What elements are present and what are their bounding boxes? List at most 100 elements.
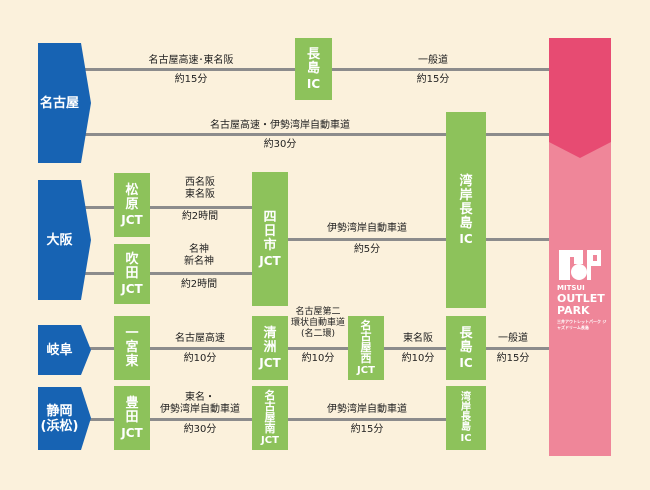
node-char: JCT bbox=[121, 212, 143, 227]
node-char: JCT bbox=[121, 425, 143, 440]
route-label-gifu-b-road: 名古屋第二 環状自動車道 (名二環) bbox=[287, 307, 349, 340]
node-char: IC bbox=[459, 231, 473, 246]
node-char: 長 bbox=[459, 325, 473, 341]
node-char: JCT bbox=[259, 253, 281, 268]
node-char: 日 bbox=[263, 223, 277, 239]
node-char: 松 bbox=[125, 182, 139, 198]
node-char: 豊 bbox=[125, 395, 139, 411]
node-toyota-jct: 豊 田 JCT bbox=[114, 386, 150, 450]
node-char: 田 bbox=[125, 409, 139, 425]
route-label-osaka-a-road-1: 西名阪 bbox=[185, 177, 215, 188]
node-matsubara-jct: 松 原 JCT bbox=[114, 173, 150, 237]
origin-gifu: 岐阜 bbox=[38, 325, 91, 375]
destination-top-band bbox=[549, 38, 611, 158]
route-label-shiz-a-time: 約30分 bbox=[183, 424, 217, 435]
route-label-osaka-a-time: 約2時間 bbox=[181, 211, 219, 222]
route-line-yokkaichi-wangan bbox=[286, 238, 550, 241]
node-char: JCT bbox=[357, 365, 375, 376]
node-char: JCT bbox=[121, 281, 143, 296]
node-char: 屋 bbox=[360, 341, 372, 354]
route-label-r1b-road: 一般道 bbox=[415, 55, 451, 67]
node-char: 長 bbox=[306, 46, 320, 62]
node-char: 田 bbox=[125, 265, 139, 281]
route-label-osaka-c-time: 約5分 bbox=[353, 244, 381, 255]
node-char: 島 bbox=[459, 215, 473, 231]
node-nagashima-ic-gifu: 長 島 IC bbox=[446, 316, 486, 380]
node-char: 屋 bbox=[264, 411, 276, 424]
node-char: IC bbox=[459, 355, 473, 370]
node-char: 名 bbox=[360, 319, 372, 332]
node-suita-jct: 吹 田 JCT bbox=[114, 244, 150, 304]
destination-subtitle: 三井アウトレットパーク ジャズドリーム長島 bbox=[557, 319, 607, 330]
node-char: JCT bbox=[261, 435, 279, 446]
origin-nagoya: 名古屋 bbox=[38, 43, 91, 163]
logo-outlet: OUTLET bbox=[557, 292, 605, 305]
route-label-gifu-c-road: 東名阪 bbox=[403, 333, 433, 344]
route-label-r1-road: 名古屋高速･東名阪 bbox=[145, 55, 237, 67]
route-label-osaka-b-road: 名神 新名神 bbox=[184, 244, 214, 268]
node-wangan-nagashima-ic-bottom: 湾 岸 長 島 IC bbox=[446, 386, 486, 450]
route-label-gifu-a-time: 約10分 bbox=[183, 353, 217, 364]
node-char: 名 bbox=[264, 389, 276, 402]
arrow-shape bbox=[38, 325, 91, 375]
node-nagoya-minami-jct: 名 古 屋 南 JCT bbox=[252, 386, 288, 450]
origin-shizuoka-label-2: (浜松) bbox=[40, 418, 79, 434]
logo-mitsui: MITSUI bbox=[557, 284, 585, 292]
route-label-gifu-d-time: 約15分 bbox=[496, 353, 530, 364]
route-label-osaka-a-road: 西名阪 東名阪 bbox=[185, 177, 215, 201]
arrow-shape bbox=[38, 180, 91, 300]
route-label-osaka-c-road: 伊勢湾岸自動車道 bbox=[327, 223, 407, 234]
origin-nagoya-label: 名古屋 bbox=[39, 95, 79, 111]
route-label-shiz-b-road: 伊勢湾岸自動車道 bbox=[327, 404, 407, 415]
mop-logo-icon bbox=[559, 250, 601, 280]
node-char: 古 bbox=[360, 330, 372, 343]
route-line-nagoya-wangan bbox=[80, 133, 550, 136]
route-label-osaka-a-road-2: 東名阪 bbox=[185, 189, 215, 200]
node-char: 南 bbox=[264, 422, 276, 435]
origin-shizuoka-label-1: 静岡 bbox=[46, 403, 73, 419]
origin-gifu-label: 岐阜 bbox=[46, 342, 73, 358]
origin-shizuoka-label: 静岡 (浜松) bbox=[38, 387, 81, 450]
node-wangan-nagashima-ic: 湾 岸 長 島 IC bbox=[446, 112, 486, 308]
route-label-r2-road: 名古屋高速・伊勢湾岸自動車道 bbox=[207, 120, 353, 132]
node-char: 原 bbox=[125, 196, 139, 212]
route-label-gifu-b-road-1: 名古屋第二 bbox=[295, 307, 341, 317]
node-char: 長 bbox=[461, 411, 471, 423]
node-nagoya-nishi-jct: 名 古 屋 西 JCT bbox=[348, 316, 384, 380]
arrow-shape bbox=[38, 43, 91, 163]
node-nagashima-ic-top: 長 島 IC bbox=[295, 38, 332, 100]
node-char: 岸 bbox=[459, 187, 473, 203]
route-line-suita bbox=[85, 272, 255, 275]
node-char: IC bbox=[306, 76, 321, 91]
node-yokkaichi-jct: 四 日 市 JCT bbox=[252, 172, 288, 306]
node-char: 古 bbox=[264, 400, 276, 413]
route-label-shiz-a-road: 東名・ 伊勢湾岸自動車道 bbox=[160, 392, 240, 416]
node-char: 岸 bbox=[461, 401, 471, 413]
node-char: 東 bbox=[125, 354, 139, 369]
route-label-osaka-b-road-1: 名神 bbox=[189, 244, 209, 255]
node-char: 吹 bbox=[125, 251, 139, 267]
node-char: IC bbox=[460, 432, 472, 444]
node-char: 清 bbox=[263, 325, 277, 341]
route-line-matsubara bbox=[85, 206, 255, 209]
node-char: JCT bbox=[259, 355, 281, 370]
route-label-gifu-b-road-2: 環状自動車道 bbox=[290, 318, 346, 328]
route-label-osaka-b-road-2: 新名神 bbox=[184, 256, 214, 267]
node-ichinomiya-higashi: 一 宮 東 bbox=[114, 316, 150, 380]
node-char: 湾 bbox=[461, 391, 471, 403]
node-char: 長 bbox=[459, 201, 473, 217]
node-char: 島 bbox=[461, 421, 471, 433]
node-char: 洲 bbox=[263, 339, 277, 355]
arrow-shape bbox=[38, 387, 91, 450]
node-char: 一 bbox=[125, 326, 139, 341]
node-char: 西 bbox=[360, 352, 372, 365]
logo-park: PARK bbox=[557, 304, 590, 317]
node-kiyosu-jct: 清 洲 JCT bbox=[252, 316, 288, 380]
node-char: 湾 bbox=[459, 173, 473, 189]
origin-osaka: 大阪 bbox=[38, 180, 91, 300]
route-line-gifu bbox=[80, 347, 550, 350]
route-label-shiz-a-road-1: 東名・ bbox=[185, 392, 215, 403]
destination-logo-text: MITSUI OUTLET PARK 三井アウトレットパーク ジャズドリーム長島 bbox=[557, 284, 609, 331]
route-label-osaka-b-time: 約2時間 bbox=[180, 279, 218, 290]
